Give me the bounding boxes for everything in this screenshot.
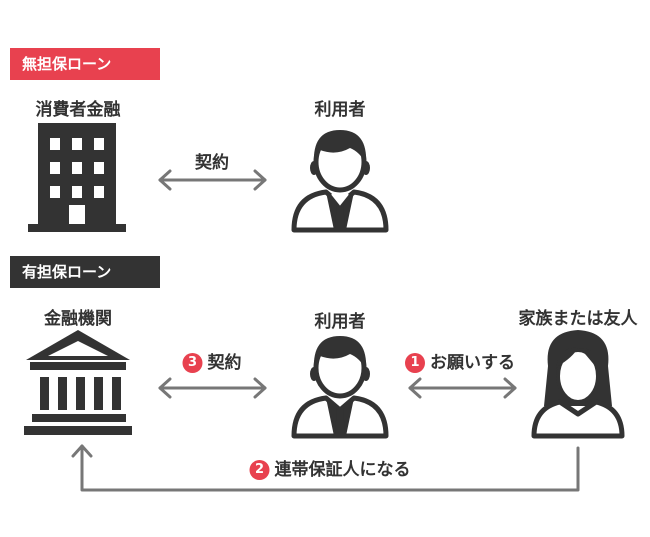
businessman-icon <box>291 130 389 233</box>
contract-label-unsecured: 契約 <box>195 153 229 173</box>
contract-arrow-secured <box>158 377 267 399</box>
woman-icon <box>531 330 625 439</box>
family-or-friend-label: 家族または友人 <box>518 309 638 329</box>
financial-institution-label: 金融機関 <box>44 309 112 329</box>
secured-loan-badge: 有担保ローン <box>10 256 160 288</box>
office-building-icon <box>28 123 126 232</box>
user-label-unsecured: 利用者 <box>314 100 366 120</box>
user-label-secured: 利用者 <box>314 312 366 332</box>
consumer-finance-label: 消費者金融 <box>35 100 121 120</box>
guarantee-arrow <box>71 444 580 492</box>
unsecured-loan-badge: 無担保ローン <box>10 48 160 80</box>
step-number-2: 2 <box>249 460 270 480</box>
bank-icon <box>24 330 132 435</box>
businessman-icon <box>291 336 389 439</box>
request-arrow <box>408 377 517 399</box>
contract-arrow-unsecured <box>158 169 267 191</box>
step-number-3: 3 <box>182 353 203 373</box>
request-label: お願いする <box>430 353 515 373</box>
step-number-1: 1 <box>405 353 425 373</box>
contract-label-secured: 契約 <box>207 353 242 373</box>
guarantee-label: 連帯保証人になる <box>274 460 411 480</box>
